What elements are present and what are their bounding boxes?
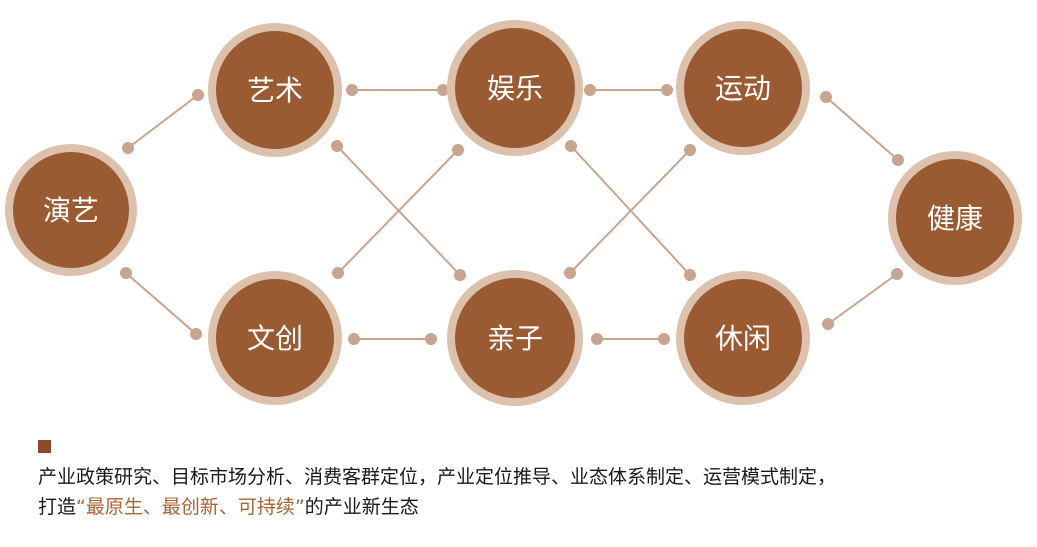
node-yundong: 运动 bbox=[676, 21, 810, 155]
connector-yishu-yule bbox=[346, 84, 449, 96]
node-label-qinzi: 亲子 bbox=[487, 322, 543, 355]
node-xiuxian: 休闲 bbox=[676, 271, 810, 405]
node-label-yishu: 艺术 bbox=[247, 74, 303, 107]
node-label-jiankang: 健康 bbox=[927, 202, 983, 235]
node-label-yule: 娱乐 bbox=[487, 72, 543, 105]
connector-xiuxian-jiankang bbox=[822, 268, 903, 330]
connector-qinzi-xiuxian bbox=[591, 333, 670, 345]
caption-line-2-suffix: 的产业新生态 bbox=[304, 496, 419, 518]
connector-lines bbox=[120, 84, 904, 345]
connector-yundong-jiankang bbox=[820, 91, 904, 166]
node-yanyi: 演艺 bbox=[5, 144, 137, 276]
caption: 产业政策研究、目标市场分析、消费客群定位，产业定位推导、业态体系制定、运营模式制… bbox=[38, 462, 1028, 522]
node-yishu: 艺术 bbox=[208, 23, 342, 157]
connector-wenchuang-qinzi bbox=[348, 333, 437, 345]
bullet-marker bbox=[38, 440, 51, 453]
connector-yanyi-wenchuang bbox=[120, 267, 202, 340]
connector-qinzi-yundong bbox=[564, 144, 696, 279]
node-label-yanyi: 演艺 bbox=[43, 194, 99, 227]
node-wenchuang: 文创 bbox=[208, 271, 342, 405]
node-jiankang: 健康 bbox=[888, 151, 1022, 285]
ecosystem-diagram: 演艺 艺术 文创 娱乐 亲子 运动 休闲 健康 bbox=[5, 20, 1022, 406]
connector-yule-yundong bbox=[584, 84, 673, 96]
connector-wenchuang-yule bbox=[332, 144, 464, 279]
node-yule: 娱乐 bbox=[447, 20, 583, 156]
connector-yanyi-yishu bbox=[122, 89, 204, 154]
caption-line-2-prefix: 打造 bbox=[38, 496, 77, 518]
caption-line-1: 产业政策研究、目标市场分析、消费客群定位，产业定位推导、业态体系制定、运营模式制… bbox=[38, 466, 837, 488]
caption-line-2: 打造“最原生、最创新、可持续”的产业新生态 bbox=[38, 492, 1028, 522]
node-label-yundong: 运动 bbox=[715, 72, 771, 105]
node-label-xiuxian: 休闲 bbox=[715, 322, 771, 355]
node-qinzi: 亲子 bbox=[447, 270, 583, 406]
caption-highlight: “最原生、最创新、可持续” bbox=[76, 496, 305, 518]
node-label-wenchuang: 文创 bbox=[247, 322, 303, 355]
